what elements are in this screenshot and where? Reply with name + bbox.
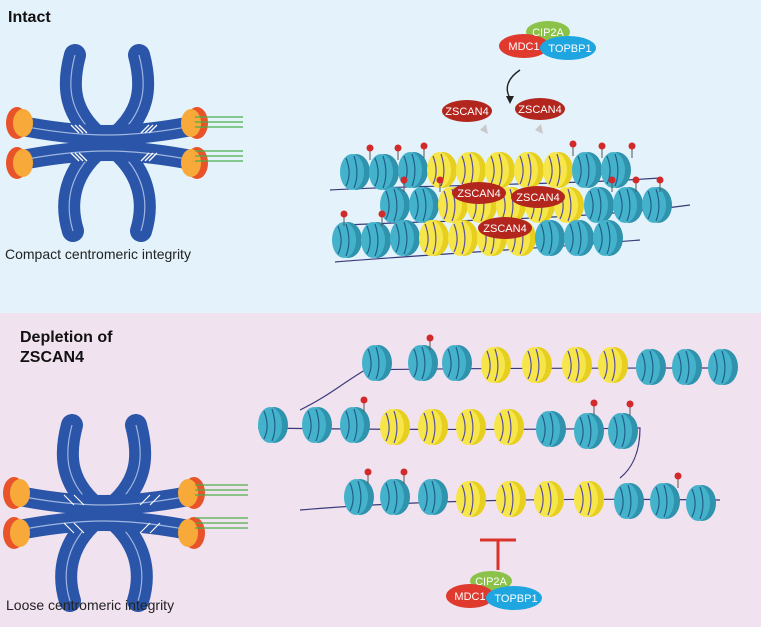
depletion-caption: Loose centromeric integrity <box>6 597 175 613</box>
topbp1-label: TOPBP1 <box>548 43 591 55</box>
zscan4-bound-2: ZSCAN4 <box>516 192 559 204</box>
spindle-fibers <box>195 116 243 162</box>
zscan4-free: ZSCAN4 ZSCAN4 <box>442 98 565 134</box>
spindle-fibers-bottom <box>195 484 248 529</box>
loose-chromatin <box>257 334 739 522</box>
complex-top: CIP2A MDC1 TOPBP1 <box>499 21 596 60</box>
complex-bottom: CIP2A MDC1 TOPBP1 <box>446 571 542 610</box>
zscan4-bound-3: ZSCAN4 <box>483 223 526 235</box>
inhibition-icon <box>480 538 516 570</box>
mdc1-label: MDC1 <box>508 41 539 53</box>
cip2a-label: CIP2A <box>532 27 564 39</box>
zscan4-bound-1: ZSCAN4 <box>457 188 500 200</box>
zscan4-bound: ZSCAN4 ZSCAN4 ZSCAN4 <box>452 182 565 239</box>
cip2a-label-bottom: CIP2A <box>475 576 507 588</box>
mdc1-label-bottom: MDC1 <box>454 591 485 603</box>
compact-chromatin <box>329 140 691 263</box>
chromosome-icon <box>3 425 205 601</box>
topbp1-label-bottom: TOPBP1 <box>494 593 537 605</box>
zscan4-free-2: ZSCAN4 <box>518 104 561 116</box>
intact-caption: Compact centromeric integrity <box>5 246 191 262</box>
intact-title: Intact <box>8 9 51 26</box>
arrow-icon <box>506 69 521 99</box>
zscan4-free-1: ZSCAN4 <box>445 106 488 118</box>
depletion-title-line1: Depletion of <box>20 329 113 346</box>
depletion-title-line2: ZSCAN4 <box>20 349 85 366</box>
chromosome-icon <box>6 55 208 231</box>
